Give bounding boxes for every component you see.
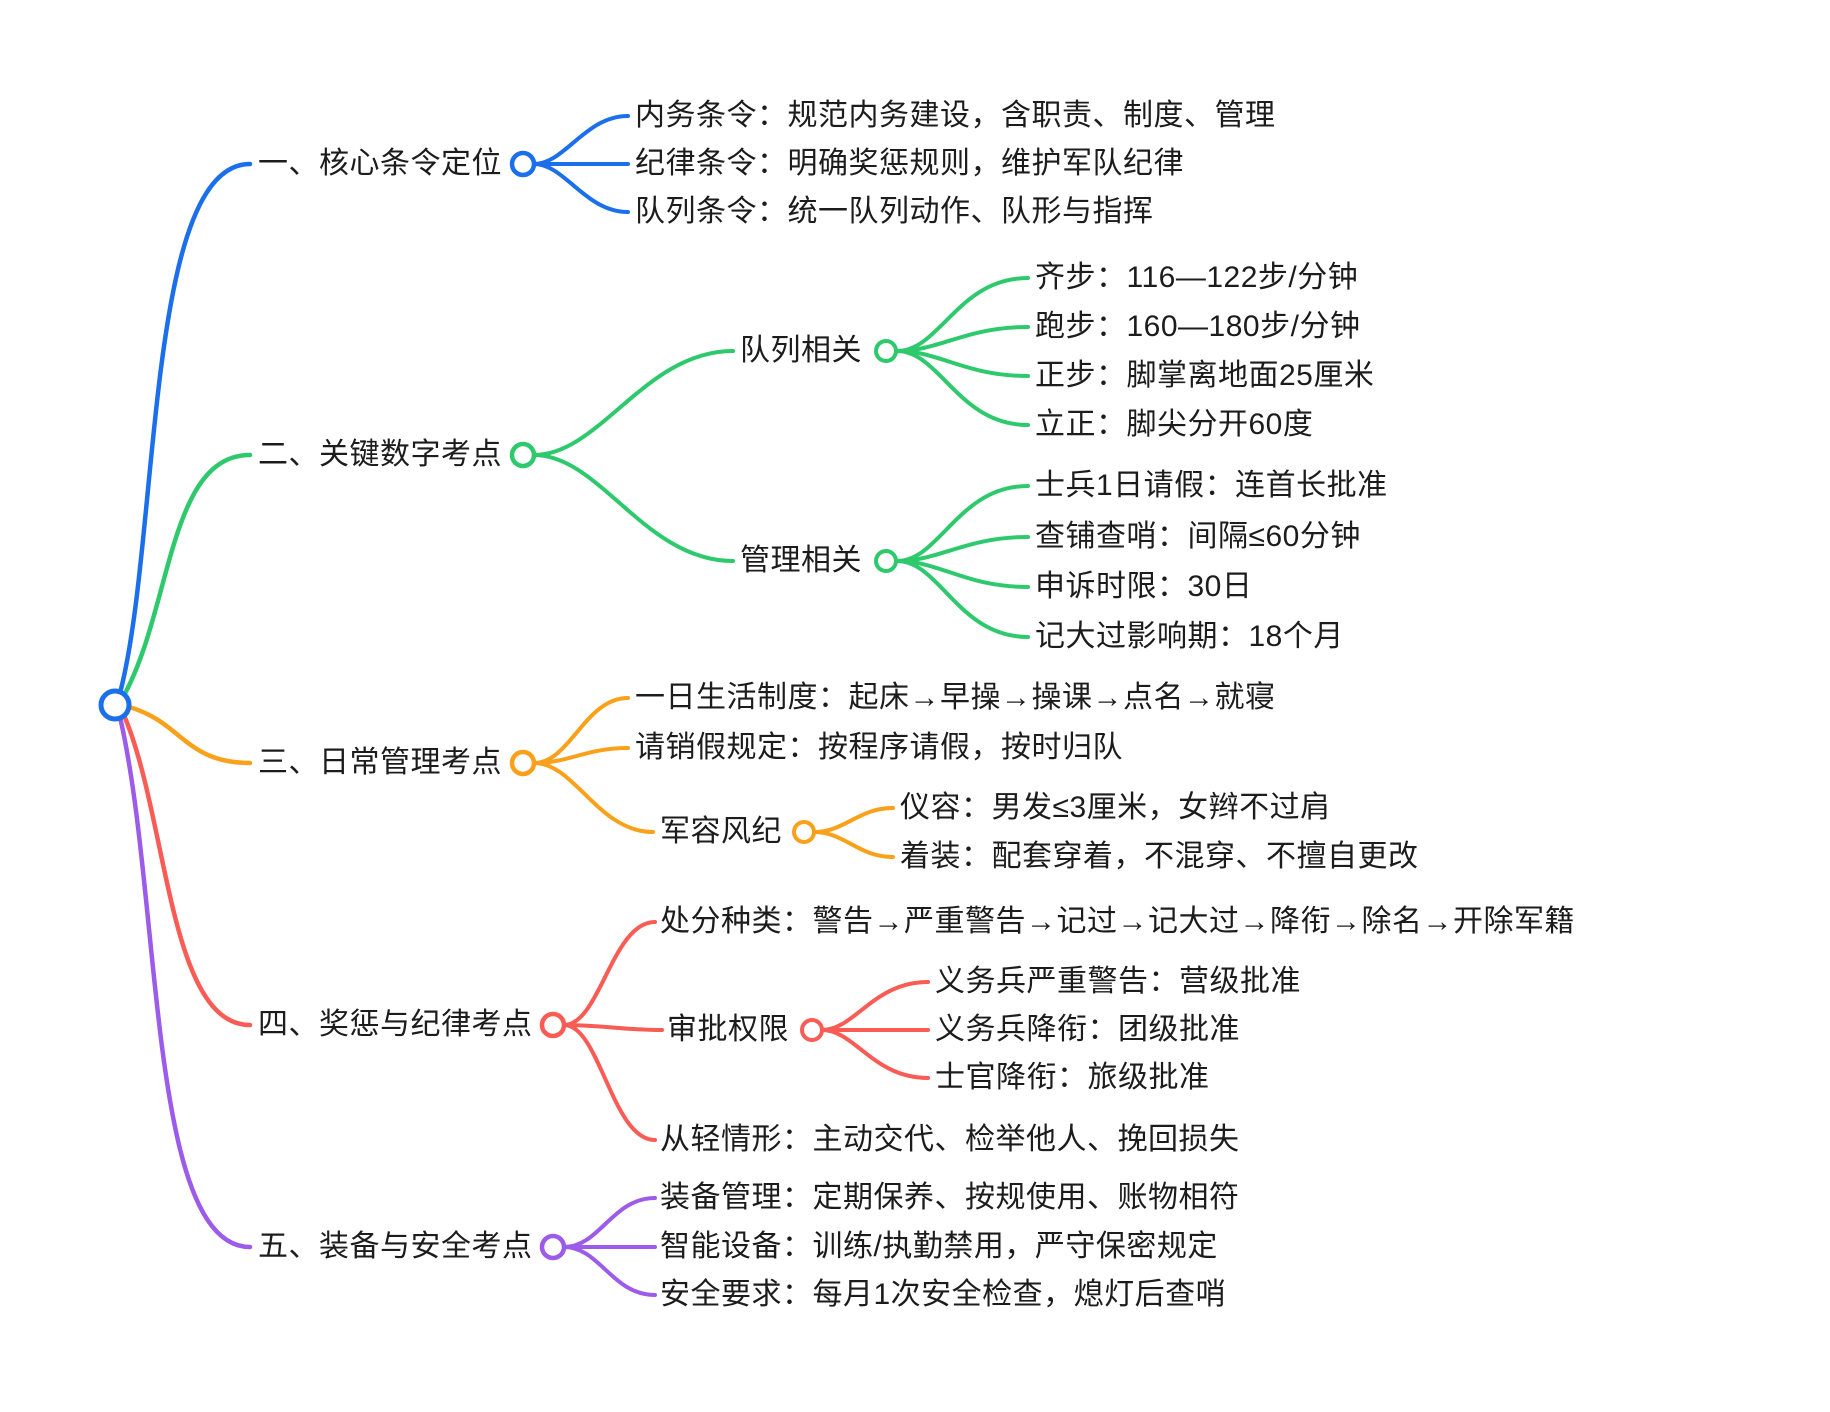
mgmt-node-circle[interactable] [874, 549, 898, 573]
edge-branch-5-child-2 [562, 1245, 657, 1297]
branch-3-label[interactable]: 三、日常管理考点 [258, 746, 502, 779]
mgmt-node-label[interactable]: 管理相关 [740, 544, 862, 577]
branch-2-node-circle[interactable] [509, 441, 537, 469]
edge-root-branch-2 [120, 452, 253, 700]
queue-node-circle[interactable] [874, 339, 898, 363]
edge-branch-4-sub-1 [562, 1023, 664, 1032]
branch-5-group [117, 714, 657, 1297]
approve-leaf-1[interactable]: 义务兵降衔：团级批准 [935, 1013, 1240, 1046]
branch-3-leaf-0[interactable]: 一日生活制度：起床→早操→操课→点名→就寝 [635, 681, 1276, 714]
branch-5-leaf-1[interactable]: 智能设备：训练/执勤禁用，严守保密规定 [660, 1230, 1218, 1263]
edge-branch-4-child-0 [562, 920, 657, 1027]
queue-leaf-1[interactable]: 跑步：160—180步/分钟 [1035, 310, 1361, 343]
edge-branch-5-child-0 [562, 1196, 657, 1249]
appearance-node-circle[interactable] [792, 820, 816, 844]
branch-5-leaf-2[interactable]: 安全要求：每月1次安全检查，熄灯后查哨 [660, 1278, 1227, 1311]
approve-leaf-2[interactable]: 士官降衔：旅级批准 [935, 1061, 1210, 1094]
branch-1-label[interactable]: 一、核心条令定位 [258, 147, 502, 180]
edge-queue-child-3 [895, 349, 1030, 427]
branch-5-leaf-0[interactable]: 装备管理：定期保养、按规使用、账物相符 [660, 1181, 1240, 1214]
mgmt-leaf-0[interactable]: 士兵1日请假：连首长批准 [1035, 469, 1388, 502]
edge-root-branch-1 [117, 161, 253, 696]
edge-branch-2-sub-1 [532, 453, 735, 563]
edge-mgmt-child-3 [895, 559, 1030, 639]
branch-4-group [120, 710, 930, 1142]
appearance-leaf-1[interactable]: 着装：配套穿着，不混穿、不擅自更改 [900, 840, 1419, 873]
branch-4-leaf-0[interactable]: 处分种类：警告→严重警告→记过→记大过→降衔→除名→开除军籍 [660, 905, 1575, 938]
branch-5-label[interactable]: 五、装备与安全考点 [258, 1230, 533, 1263]
branch-1-leaf-2[interactable]: 队列条令：统一队列动作、队形与指挥 [635, 195, 1154, 228]
branch-2-label[interactable]: 二、关键数字考点 [258, 438, 502, 471]
edge-root-branch-5 [117, 714, 253, 1250]
root-node-circle[interactable] [98, 688, 132, 722]
edge-branch-4-child-2 [562, 1023, 657, 1142]
branch-4-label[interactable]: 四、奖惩与纪律考点 [258, 1008, 533, 1041]
branch-3-group [126, 696, 895, 859]
branch-4-node-circle[interactable] [539, 1011, 567, 1039]
queue-leaf-3[interactable]: 立正：脚尖分开60度 [1035, 408, 1314, 441]
edge-branch-3-child-1 [532, 746, 630, 765]
mgmt-leaf-3[interactable]: 记大过影响期：18个月 [1035, 620, 1344, 653]
edge-queue-child-0 [895, 276, 1030, 353]
edge-mgmt-child-0 [895, 484, 1030, 563]
queue-leaf-2[interactable]: 正步：脚掌离地面25厘米 [1035, 359, 1375, 392]
edge-queue-child-1 [895, 325, 1030, 353]
branch-1-leaf-0[interactable]: 内务条令：规范内务建设，含职责、制度、管理 [635, 99, 1276, 132]
approve-node-circle[interactable] [800, 1018, 824, 1042]
edge-approve-child-2 [820, 1028, 930, 1080]
edge-branch-2-sub-0 [532, 349, 735, 457]
edge-appearance-child-1 [812, 830, 895, 859]
mgmt-leaf-2[interactable]: 申诉时限：30日 [1035, 570, 1253, 603]
mgmt-leaf-1[interactable]: 查铺查哨：间隔≤60分钟 [1035, 520, 1361, 553]
branch-4-leaf-2[interactable]: 从轻情形：主动交代、检举他人、挽回损失 [660, 1123, 1240, 1156]
appearance-leaf-0[interactable]: 仪容：男发≤3厘米，女辫不过肩 [900, 791, 1331, 824]
branch-1-leaf-1[interactable]: 纪律条令：明确奖惩规则，维护军队纪律 [635, 147, 1184, 180]
queue-leaf-0[interactable]: 齐步：116—122步/分钟 [1035, 261, 1359, 294]
edge-approve-child-0 [820, 980, 930, 1032]
branch-2-group [120, 276, 1030, 700]
branch-1-group [117, 114, 630, 696]
edge-branch-3-sub-2 [532, 761, 655, 834]
queue-node-label[interactable]: 队列相关 [740, 334, 862, 367]
branch-5-node-circle[interactable] [539, 1233, 567, 1261]
branch-1-node-circle[interactable] [509, 150, 537, 178]
edge-mgmt-child-1 [895, 535, 1030, 563]
edge-root-branch-3 [126, 704, 253, 766]
approve-node-label[interactable]: 审批权限 [667, 1013, 789, 1046]
approve-leaf-0[interactable]: 义务兵严重警告：营级批准 [935, 965, 1301, 998]
edge-appearance-child-0 [812, 806, 895, 834]
branch-3-leaf-1[interactable]: 请销假规定：按程序请假，按时归队 [635, 731, 1123, 764]
branch-3-node-circle[interactable] [509, 749, 537, 777]
edge-root-branch-4 [120, 710, 253, 1028]
edge-branch-1-child-2 [532, 162, 630, 214]
edge-branch-3-child-0 [532, 696, 630, 765]
appearance-node-label[interactable]: 军容风纪 [660, 815, 782, 848]
edge-branch-1-child-0 [532, 114, 630, 166]
